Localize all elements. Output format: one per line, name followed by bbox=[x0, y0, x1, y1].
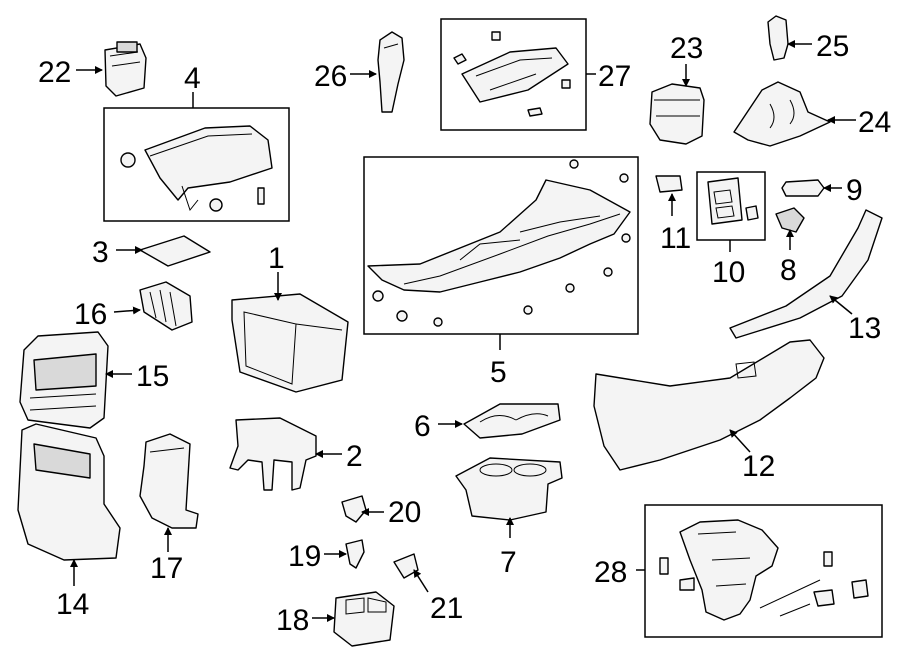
part-8-clip bbox=[775, 207, 805, 233]
callout-21: 21 bbox=[430, 592, 463, 625]
callout-14: 14 bbox=[56, 588, 89, 621]
part-1-storage-bin bbox=[231, 293, 349, 393]
callout-25: 25 bbox=[816, 30, 849, 63]
callout-6: 6 bbox=[414, 410, 431, 443]
callout-7: 7 bbox=[500, 546, 517, 579]
callout-12: 12 bbox=[742, 450, 775, 483]
leader-12 bbox=[729, 429, 751, 453]
part-13-trim-strip bbox=[729, 209, 883, 339]
part-21-clip bbox=[393, 553, 419, 579]
leader-13 bbox=[829, 295, 853, 315]
part-7-cup-holder bbox=[455, 457, 563, 521]
callout-24: 24 bbox=[858, 106, 891, 139]
part-9-bulb bbox=[781, 179, 825, 197]
callout-27: 27 bbox=[598, 60, 631, 93]
part-20-clip bbox=[341, 495, 367, 523]
part-14-console-panel bbox=[17, 423, 121, 561]
part-19-clip bbox=[345, 539, 365, 569]
callout-1: 1 bbox=[268, 242, 285, 275]
part-10-switch-panel bbox=[707, 177, 759, 225]
group-box-28 bbox=[644, 504, 883, 638]
part-25-knob bbox=[767, 15, 789, 61]
leader-16 bbox=[113, 306, 141, 315]
callout-15: 15 bbox=[136, 360, 169, 393]
leader-21 bbox=[413, 569, 429, 593]
callout-2: 2 bbox=[346, 440, 363, 473]
callout-16: 16 bbox=[74, 298, 107, 331]
part-27-shifter-trim bbox=[453, 31, 571, 117]
part-3-pad bbox=[139, 235, 211, 267]
callout-11: 11 bbox=[660, 222, 691, 255]
part-23-switch bbox=[649, 83, 705, 145]
part-5-console-frame bbox=[367, 159, 631, 327]
part-26-shift-knob bbox=[377, 31, 405, 113]
part-17-duct bbox=[139, 433, 199, 529]
callout-20: 20 bbox=[388, 496, 421, 529]
part-12-console-side bbox=[593, 339, 825, 471]
part-15-control-panel bbox=[19, 331, 109, 429]
part-2-bracket bbox=[229, 417, 317, 491]
callout-19: 19 bbox=[288, 540, 321, 573]
callout-17: 17 bbox=[150, 552, 183, 585]
callout-8: 8 bbox=[780, 254, 797, 287]
callout-28: 28 bbox=[594, 556, 627, 589]
part-11-clip bbox=[655, 175, 683, 193]
callout-3: 3 bbox=[92, 236, 109, 269]
callout-10: 10 bbox=[712, 256, 745, 289]
callout-4: 4 bbox=[184, 62, 201, 95]
group-box-5 bbox=[363, 156, 639, 335]
part-16-vent bbox=[139, 281, 193, 331]
part-28-shifter-assembly bbox=[659, 519, 869, 621]
part-18-switch-bank bbox=[333, 591, 395, 647]
part-4-armrest-lid bbox=[120, 125, 273, 212]
group-box-10 bbox=[696, 171, 766, 241]
callout-9: 9 bbox=[846, 174, 863, 207]
callout-26: 26 bbox=[314, 60, 347, 93]
part-6-cup-mat bbox=[463, 403, 561, 439]
part-24-boot bbox=[733, 81, 831, 147]
callout-23: 23 bbox=[670, 32, 703, 65]
part-22-switch bbox=[104, 41, 147, 97]
callout-18: 18 bbox=[276, 604, 309, 637]
callout-5: 5 bbox=[490, 356, 507, 389]
callout-22: 22 bbox=[38, 56, 71, 89]
callout-13: 13 bbox=[848, 312, 881, 345]
group-box-4 bbox=[103, 107, 290, 222]
